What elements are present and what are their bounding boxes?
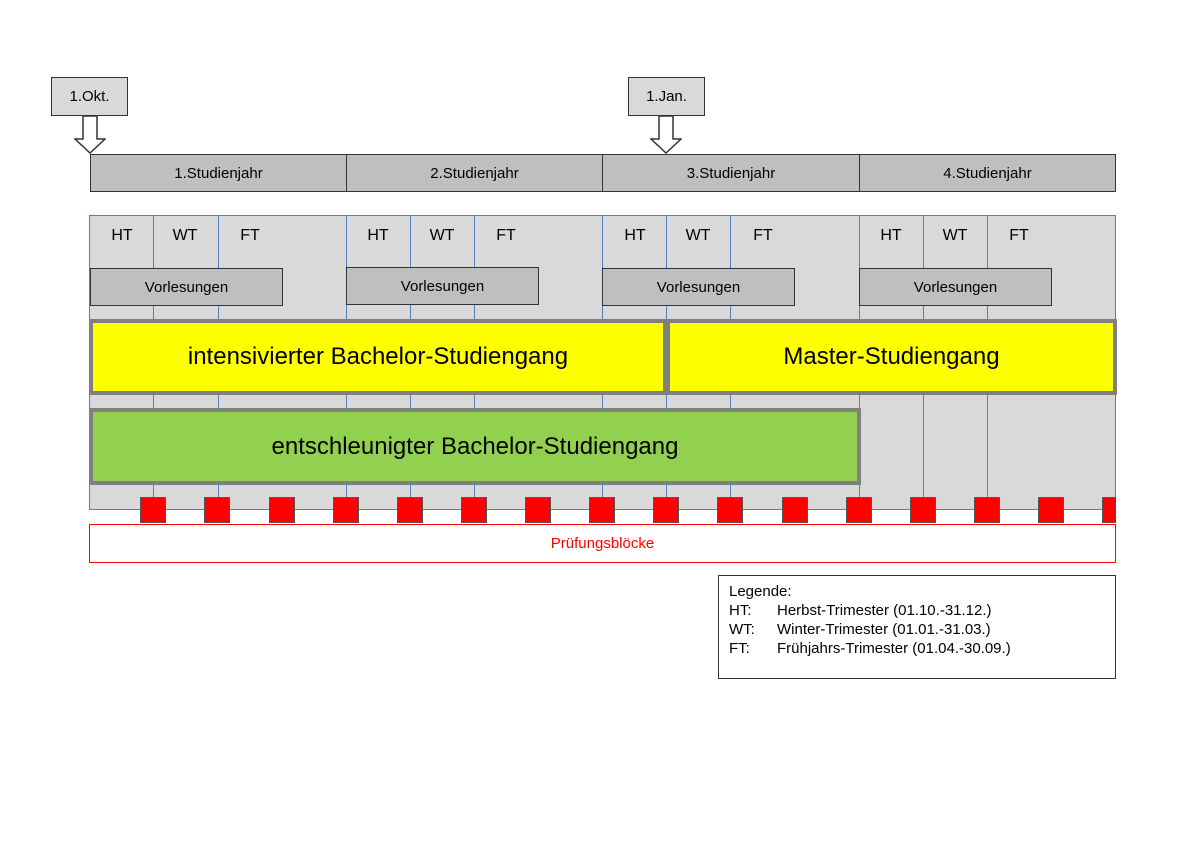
year-1: 1.Studienjahr <box>90 154 347 192</box>
legend-abbr: FT: <box>729 640 750 657</box>
exam-block-square <box>1102 497 1116 523</box>
trimester-label-ft: FT <box>496 227 516 244</box>
exam-block-square <box>782 497 808 523</box>
legend-text: Frühjahrs-Trimester (01.04.-30.09.) <box>777 640 1011 657</box>
trimester-label-wt: WT <box>172 227 198 244</box>
legend-item: FT: Frühjahrs-Trimester (01.04.-30.09.) <box>729 639 1105 658</box>
lecture-box: Vorlesungen <box>346 267 539 305</box>
legend-item: WT: Winter-Trimester (01.01.-31.03.) <box>729 620 1105 639</box>
exam-block-square <box>397 497 423 523</box>
exam-block-square <box>204 497 230 523</box>
trimester-label-wt: WT <box>685 227 711 244</box>
legend-text: Winter-Trimester (01.01.-31.03.) <box>777 621 991 638</box>
trimester-label-ht: HT <box>880 227 902 244</box>
lecture-box: Vorlesungen <box>602 268 795 306</box>
exam-block-square <box>461 497 487 523</box>
exam-block-square <box>269 497 295 523</box>
arrow-down-icon <box>650 115 682 155</box>
exam-block-square <box>846 497 872 523</box>
trimester-label-ft: FT <box>240 227 260 244</box>
legend-text: Herbst-Trimester (01.10.-31.12.) <box>777 602 992 619</box>
exam-block-square <box>140 497 166 523</box>
year-4: 4.Studienjahr <box>859 154 1116 192</box>
trimester-label-ft: FT <box>1009 227 1029 244</box>
trimester-label-ht: HT <box>624 227 646 244</box>
lecture-box: Vorlesungen <box>859 268 1052 306</box>
trimester-label-ht: HT <box>367 227 389 244</box>
exam-block-square <box>589 497 615 523</box>
lecture-box: Vorlesungen <box>90 268 283 306</box>
legend-item: HT: Herbst-Trimester (01.10.-31.12.) <box>729 601 1105 620</box>
trimester-label-ft: FT <box>753 227 773 244</box>
legend-title: Legende: <box>729 583 792 600</box>
year-3: 3.Studienjahr <box>602 154 860 192</box>
legend: Legende: HT: Herbst-Trimester (01.10.-31… <box>718 575 1116 679</box>
exam-block-square <box>910 497 936 523</box>
program-intensive-bachelor: intensivierter Bachelor-Studiengang <box>89 319 667 395</box>
arrow-down-icon <box>74 115 106 155</box>
exam-block-square <box>653 497 679 523</box>
trimester-label-ht: HT <box>111 227 133 244</box>
trimester-label-wt: WT <box>942 227 968 244</box>
exam-block-square <box>717 497 743 523</box>
marker-oct: 1.Okt. <box>51 77 128 116</box>
legend-abbr: HT: <box>729 602 752 619</box>
exam-block-square <box>333 497 359 523</box>
legend-abbr: WT: <box>729 621 755 638</box>
year-2: 2.Studienjahr <box>346 154 603 192</box>
program-master: Master-Studiengang <box>666 319 1117 395</box>
exam-block-square <box>974 497 1000 523</box>
exam-blocks-bar: Prüfungsblöcke <box>89 524 1116 563</box>
exam-block-square <box>1038 497 1064 523</box>
trimester-label-wt: WT <box>429 227 455 244</box>
exam-block-square <box>525 497 551 523</box>
marker-jan: 1.Jan. <box>628 77 705 116</box>
program-decelerated-bachelor: entschleunigter Bachelor-Studiengang <box>89 408 861 485</box>
